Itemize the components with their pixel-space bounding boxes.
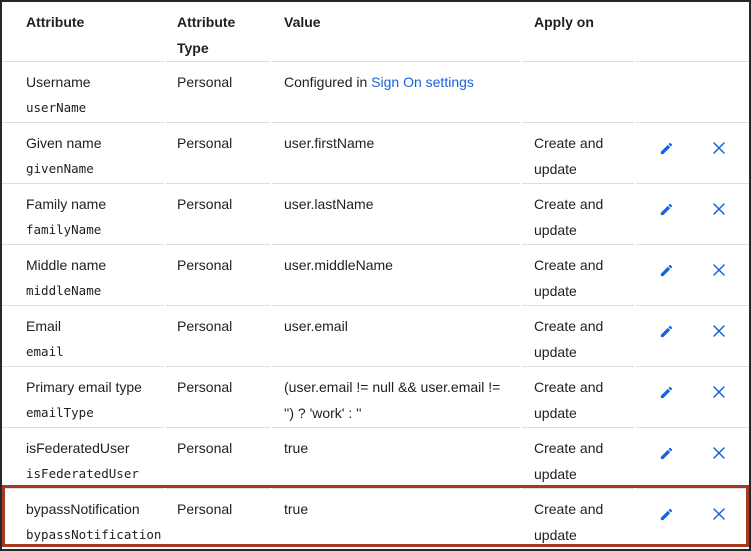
value-cell: (user.email != null && user.email != '')… [272,367,520,428]
attribute-variable-name: userName [26,100,87,115]
table-row-middlename: Middle name middleName Personal user.mid… [2,245,749,306]
attribute-label: Primary email type [26,379,142,395]
edit-pencil-icon[interactable] [659,323,675,339]
actions-cell [636,306,749,367]
delete-x-icon[interactable] [711,506,727,522]
header-apply-on: Apply on [522,2,634,62]
edit-pencil-icon[interactable] [659,201,675,217]
attribute-label: isFederatedUser [26,440,130,456]
table-header-row: Attribute Attribute Type Value Apply on [2,2,749,62]
delete-x-icon[interactable] [711,262,727,278]
attribute-variable-name: middleName [26,283,102,298]
attribute-variable-name: isFederatedUser [26,466,139,481]
attribute-cell: Given name givenName [2,123,164,184]
apply-on-cell: Create and update [522,489,634,549]
edit-pencil-icon[interactable] [659,506,675,522]
edit-pencil-icon[interactable] [659,384,675,400]
value-cell: user.middleName [272,245,520,306]
table-row-bypassnotification: bypassNotification bypassNotification Pe… [2,489,749,549]
header-attribute: Attribute [2,2,164,62]
attribute-variable-name: givenName [26,161,94,176]
delete-x-icon[interactable] [711,201,727,217]
attribute-cell: Family name familyName [2,184,164,245]
delete-x-icon[interactable] [711,323,727,339]
table-row-familyname: Family name familyName Personal user.las… [2,184,749,245]
attribute-label: Middle name [26,257,107,273]
delete-x-icon[interactable] [711,140,727,156]
attribute-variable-name: email [26,344,64,359]
attribute-type-cell: Personal [166,184,270,245]
actions-cell [636,367,749,428]
edit-pencil-icon[interactable] [659,445,675,461]
table-row-username: Username userName Personal Configured in… [2,62,749,123]
actions-cell [636,184,749,245]
delete-x-icon[interactable] [711,445,727,461]
attribute-type-cell: Personal [166,367,270,428]
value-cell: user.lastName [272,184,520,245]
actions-cell [636,62,749,123]
attribute-cell: Email email [2,306,164,367]
table-row-givenname: Given name givenName Personal user.first… [2,123,749,184]
value-cell: true [272,428,520,489]
attribute-label: Family name [26,196,107,212]
value-cell: user.firstName [272,123,520,184]
attribute-type-cell: Personal [166,489,270,549]
table-row-isfederateduser: isFederatedUser isFederatedUser Personal… [2,428,749,489]
apply-on-cell: Create and update [522,367,634,428]
apply-on-cell: Create and update [522,306,634,367]
table-row-emailtype: Primary email type emailType Personal (u… [2,367,749,428]
apply-on-cell: Create and update [522,428,634,489]
apply-on-cell: Create and update [522,123,634,184]
attribute-type-cell: Personal [166,428,270,489]
apply-on-cell [522,62,634,123]
attribute-cell: Username userName [2,62,164,123]
attribute-variable-name: bypassNotification [26,527,162,542]
apply-on-cell: Create and update [522,184,634,245]
attribute-type-cell: Personal [166,245,270,306]
attribute-label: bypassNotification [26,501,140,517]
actions-cell [636,123,749,184]
header-attribute-type: Attribute Type [166,2,270,62]
attribute-label: Username [26,74,91,90]
attribute-cell: isFederatedUser isFederatedUser [2,428,164,489]
attribute-type-cell: Personal [166,62,270,123]
attribute-variable-name: emailType [26,405,94,420]
header-value: Value [272,2,520,62]
actions-cell [636,245,749,306]
attribute-cell: bypassNotification bypassNotification [2,489,164,549]
sign-on-settings-link[interactable]: Sign On settings [371,74,474,90]
actions-cell [636,489,749,549]
attribute-label: Given name [26,135,102,151]
table-row-email: Email email Personal user.email Create a… [2,306,749,367]
actions-cell [636,428,749,489]
attribute-cell: Middle name middleName [2,245,164,306]
edit-pencil-icon[interactable] [659,140,675,156]
apply-on-cell: Create and update [522,245,634,306]
header-actions [636,2,749,62]
value-prefix: Configured in [284,74,372,90]
edit-pencil-icon[interactable] [659,262,675,278]
attribute-type-cell: Personal [166,306,270,367]
attribute-variable-name: familyName [26,222,102,237]
attribute-cell: Primary email type emailType [2,367,164,428]
value-cell: user.email [272,306,520,367]
delete-x-icon[interactable] [711,384,727,400]
value-cell: true [272,489,520,549]
attribute-label: Email [26,318,62,334]
attribute-type-cell: Personal [166,123,270,184]
value-cell: Configured in Sign On settings [272,62,520,123]
